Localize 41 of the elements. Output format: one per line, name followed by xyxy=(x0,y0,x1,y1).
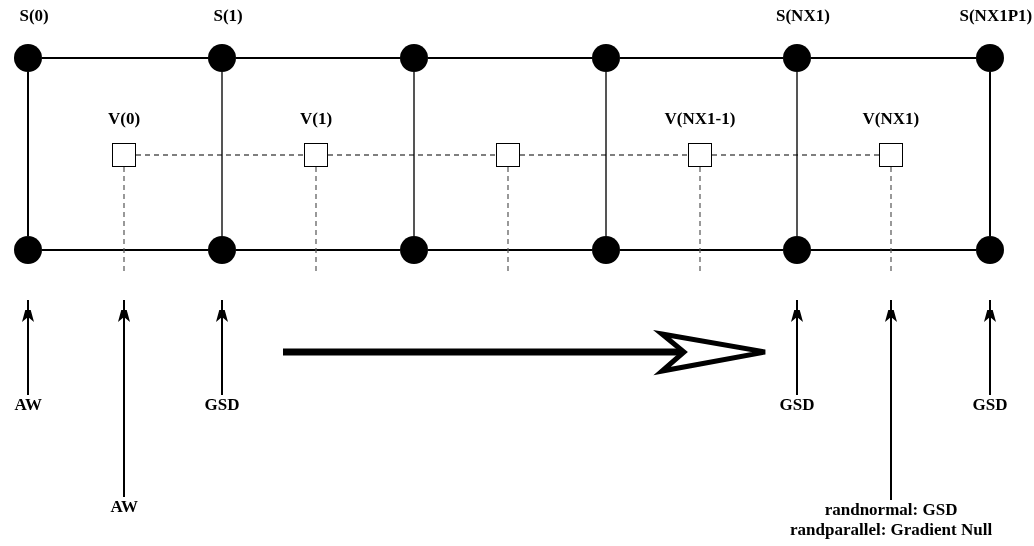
grid-line xyxy=(221,71,223,237)
point-label: S(0) xyxy=(19,6,49,26)
dashed-line xyxy=(327,154,497,156)
grid-line xyxy=(427,57,593,59)
arrow xyxy=(216,299,228,396)
grid-line xyxy=(235,57,401,59)
grid-line xyxy=(427,249,593,251)
arrow xyxy=(22,299,34,396)
arrow xyxy=(791,299,803,396)
grid-line xyxy=(810,249,977,251)
grid-line xyxy=(605,71,607,237)
grid-line xyxy=(27,71,29,237)
point-label: V(1) xyxy=(300,109,333,129)
grid-line xyxy=(989,71,991,237)
arrow xyxy=(984,299,996,396)
dashed-line xyxy=(711,154,880,156)
dashed-line xyxy=(135,154,305,156)
grid-line xyxy=(810,57,977,59)
boundary-condition-label: GSD xyxy=(972,395,1008,415)
grid-line xyxy=(619,57,784,59)
arrow xyxy=(885,299,897,501)
grid-line xyxy=(413,71,415,237)
grid-line xyxy=(41,249,209,251)
boundary-condition-label: AW xyxy=(14,395,42,415)
point-label: S(NX1) xyxy=(776,6,830,26)
point-label: V(0) xyxy=(108,109,141,129)
grid-line xyxy=(235,249,401,251)
point-label: V(NX1) xyxy=(862,109,920,129)
point-label: V(NX1-1) xyxy=(664,109,736,129)
point-label: S(NX1P1) xyxy=(959,6,1033,26)
boundary-condition-label: randparallel: Gradient Null xyxy=(790,520,993,540)
grid-line xyxy=(619,249,784,251)
boundary-condition-label: AW xyxy=(110,497,138,517)
grid-line xyxy=(41,57,209,59)
boundary-condition-label: GSD xyxy=(204,395,240,415)
dashed-line xyxy=(519,154,689,156)
boundary-condition-label: randnormal: GSD xyxy=(823,500,959,520)
point-label: S(1) xyxy=(213,6,243,26)
arrow xyxy=(118,299,130,498)
boundary-condition-label: GSD xyxy=(779,395,815,415)
grid-line xyxy=(796,71,798,237)
